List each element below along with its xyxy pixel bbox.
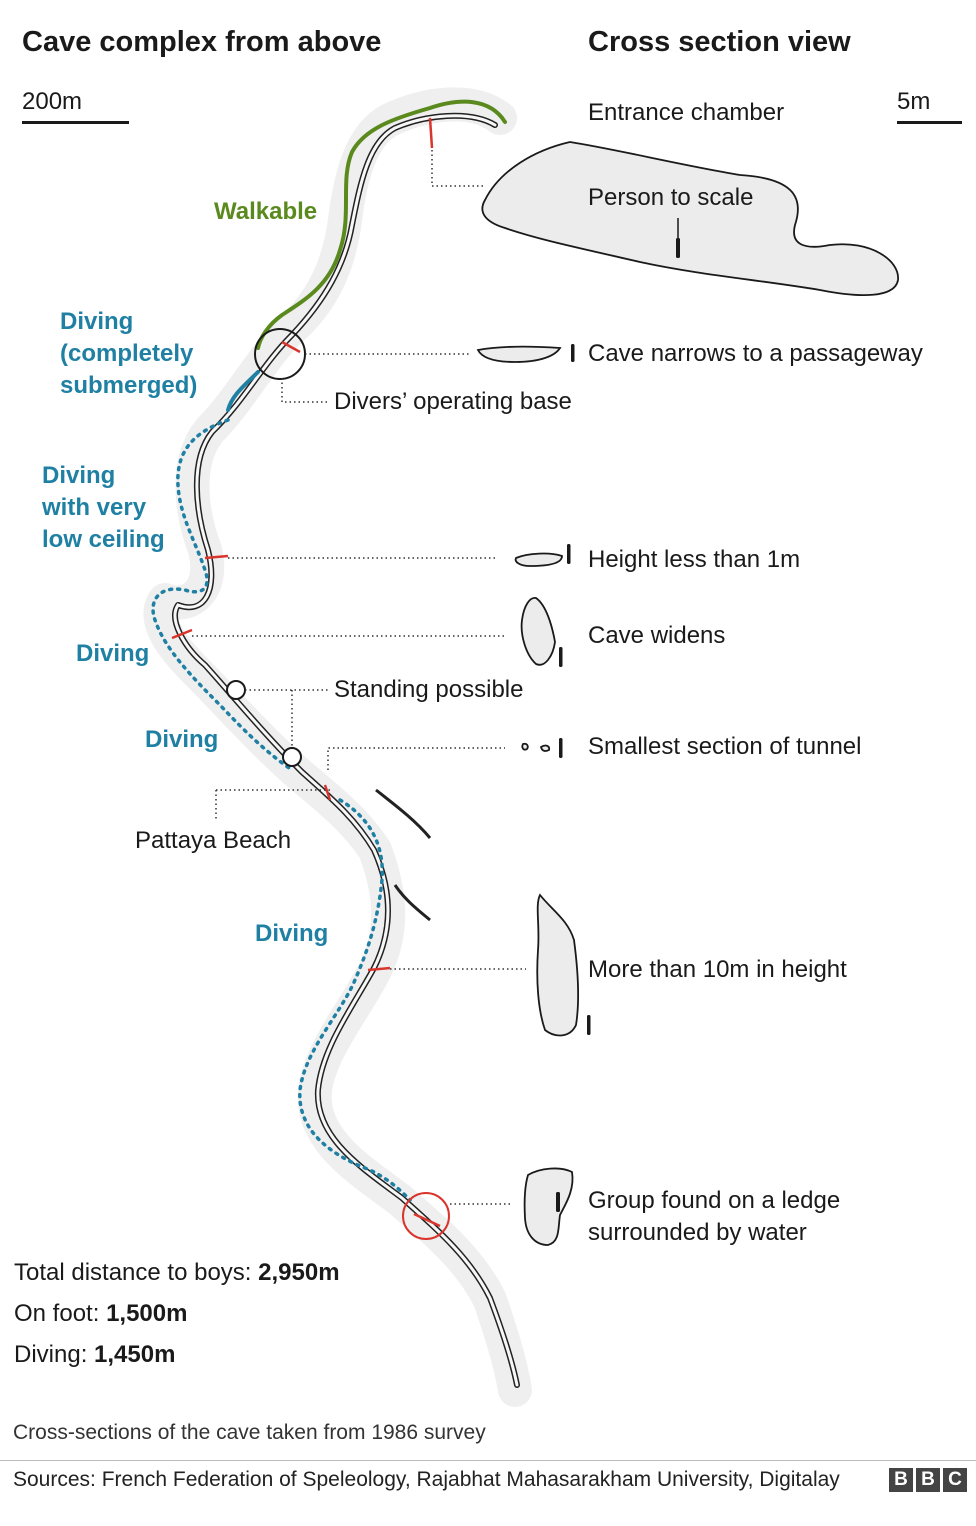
stat-total-value: 2,950m (258, 1259, 340, 1286)
label-cave-narrows: Cave narrows to a passageway (588, 340, 923, 367)
title-above: Cave complex from above (22, 26, 382, 58)
label-low-ceiling-3: low ceiling (42, 526, 165, 553)
walkable-route (256, 99, 507, 350)
group-circle (402, 1192, 450, 1240)
stat-total: Total distance to boys: 2,950m (14, 1259, 340, 1287)
label-group-found-1: Group found on a ledge (588, 1187, 841, 1214)
section-scale-bar (897, 121, 962, 124)
label-diving-a: Diving (76, 640, 150, 667)
label-entrance-chamber: Entrance chamber (588, 99, 785, 126)
stat-on-foot: On foot: 1,500m (14, 1300, 187, 1328)
person-figures (556, 218, 680, 1212)
standing-circle-1 (226, 680, 246, 700)
stat-foot-value: 1,500m (106, 1300, 188, 1327)
section-scale-label: 5m (897, 88, 931, 115)
label-standing-possible: Standing possible (334, 676, 524, 703)
diving-route-dotted (298, 798, 412, 1202)
logo-letter: B (916, 1468, 940, 1492)
label-smallest-section: Smallest section of tunnel (588, 733, 862, 760)
label-height-less-1m: Height less than 1m (588, 546, 801, 573)
logo-letter: B (889, 1468, 913, 1492)
label-diving-submerged-2: (completely (60, 340, 194, 367)
cave-passage (172, 112, 520, 1388)
label-more-than-10m: More than 10m in height (588, 956, 847, 983)
diving-route-dotted (151, 418, 294, 772)
footer-divider (0, 1460, 976, 1461)
map-scale-label: 200m (22, 88, 83, 115)
section-markers (171, 117, 441, 1228)
cave-passage-inner (173, 114, 519, 1387)
label-walkable: Walkable (214, 198, 318, 225)
stat-diving-value: 1,450m (94, 1341, 176, 1368)
label-low-ceiling-1: Diving (42, 462, 116, 489)
title-cross-section: Cross section view (588, 26, 851, 58)
sources-text: Sources: French Federation of Speleology… (13, 1468, 840, 1491)
label-diving-submerged-3: submerged) (60, 372, 198, 399)
label-diving-b: Diving (145, 726, 219, 753)
leader-lines (192, 150, 526, 1205)
label-divers-base: Divers’ operating base (334, 388, 572, 415)
stat-diving-label: Diving: (14, 1341, 95, 1368)
label-cave-widens: Cave widens (588, 622, 726, 649)
label-group-found-2: surrounded by water (588, 1219, 807, 1246)
label-pattaya-beach: Pattaya Beach (135, 827, 292, 854)
side-branch (393, 884, 431, 922)
map-scale-bar (22, 121, 129, 124)
survey-note: Cross-sections of the cave taken from 19… (13, 1421, 486, 1444)
label-diving-submerged-1: Diving (60, 308, 134, 335)
logo-letter: C (943, 1468, 967, 1492)
standing-circle-2 (282, 747, 302, 767)
diving-submerged-route (226, 370, 260, 412)
stat-total-label: Total distance to boys: (14, 1259, 259, 1286)
side-branch (375, 788, 432, 839)
label-low-ceiling-2: with very (42, 494, 147, 521)
label-person-to-scale: Person to scale (588, 184, 754, 211)
cross-sections (476, 141, 899, 1246)
stat-diving: Diving: 1,450m (14, 1341, 175, 1369)
bbc-logo: B B C (889, 1468, 967, 1492)
stat-foot-label: On foot: (14, 1300, 107, 1327)
label-diving-c: Diving (255, 920, 329, 947)
